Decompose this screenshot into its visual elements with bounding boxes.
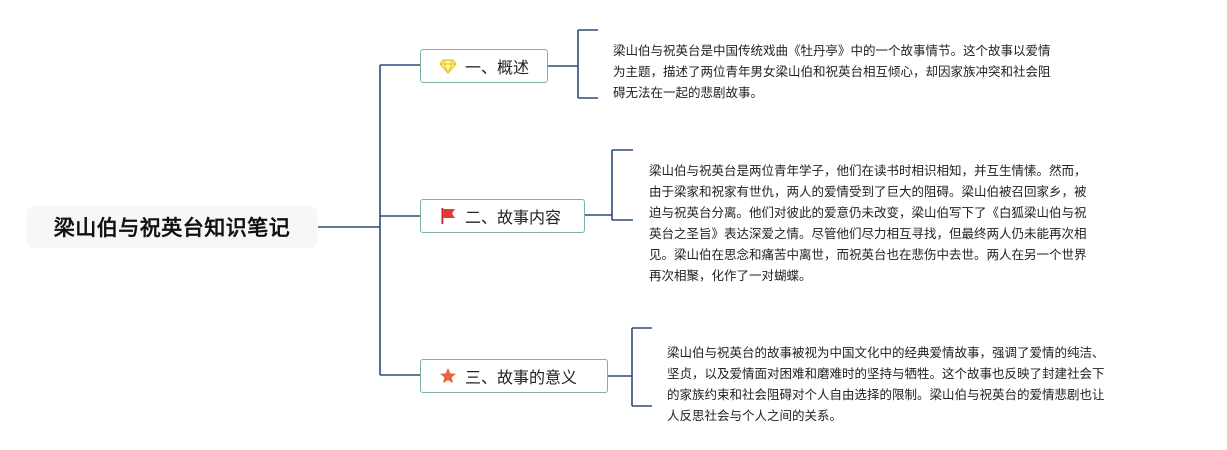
- root-topic[interactable]: 梁山伯与祝英台知识笔记: [27, 206, 317, 248]
- note-3-bracket: [608, 327, 652, 407]
- branch-story-meaning[interactable]: 三、故事的意义: [420, 359, 608, 393]
- note-story-content: 梁山伯与祝英台是两位青年学子，他们在读书时相识相知，并互生情愫。然而， 由于梁家…: [649, 163, 1087, 283]
- note-overview: 梁山伯与祝英台是中国传统戏曲《牡丹亭》中的一个故事情节。这个故事以爱情 为主题，…: [613, 43, 1051, 100]
- gem-icon: [439, 57, 457, 75]
- branch-label: 一、概述: [465, 58, 530, 77]
- branch-label: 二、故事内容: [465, 208, 562, 227]
- star-icon: [439, 367, 457, 385]
- branch-label: 三、故事的意义: [465, 368, 578, 387]
- note-2-bracket: [585, 149, 633, 221]
- note-1-bracket: [548, 29, 598, 99]
- note-story-meaning: 梁山伯与祝英台的故事被视为中国文化中的经典爱情故事，强调了爱情的纯洁、 坚贞，以…: [667, 345, 1105, 423]
- branch-story-content[interactable]: 二、故事内容: [420, 199, 585, 233]
- flag-icon: [439, 207, 457, 225]
- root-title: 梁山伯与祝英台知识笔记: [53, 216, 291, 240]
- branch-overview[interactable]: 一、概述: [420, 49, 548, 83]
